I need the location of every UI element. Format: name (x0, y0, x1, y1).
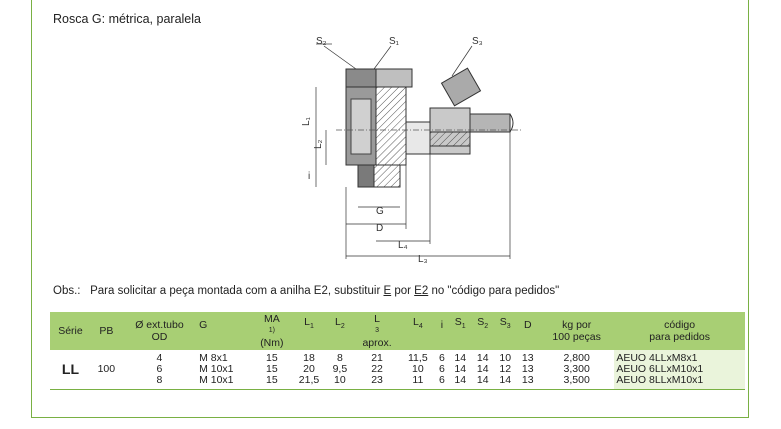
col-serie: Série (50, 312, 91, 350)
col-g: G (197, 312, 253, 350)
col-l1: L1 (291, 312, 327, 350)
note-text-c: no "código para pedidos" (428, 285, 560, 297)
note-e2: E2 (414, 285, 429, 297)
label-l1: L₁ (301, 116, 312, 126)
note-text-b: por (391, 285, 415, 297)
label-i: i (308, 171, 310, 182)
label-d: D (376, 223, 383, 234)
label-l3: L₃ (418, 254, 428, 264)
col-l2: L2 (326, 312, 354, 350)
col-s3: S3 (493, 312, 517, 350)
label-s2: S₂ (316, 36, 327, 47)
note-e: E (383, 285, 392, 297)
section-title: Rosca G: métrica, paralela (53, 12, 201, 26)
col-l4: L4 (400, 312, 435, 350)
label-l4: L₄ (398, 240, 408, 251)
fitting-technical-drawing: S₂ S₁ S₃ L₁ L₂ i G D L₄ L₃ (301, 36, 521, 264)
cell-pb: 100 (90, 350, 122, 390)
cell-serie: LL (50, 350, 91, 390)
content-frame (31, 0, 749, 418)
col-i: i (434, 312, 449, 350)
label-s1: S₁ (389, 36, 400, 47)
col-pb: PB (90, 312, 122, 350)
label-g: G (376, 206, 384, 217)
note-prefix: Obs.: (53, 285, 81, 297)
note-text-a: Para solicitar a peça montada com a anil… (90, 285, 384, 297)
label-l2: L₂ (313, 139, 324, 149)
label-s3: S₃ (472, 36, 483, 47)
col-s1: S1 (448, 312, 472, 350)
col-s2: S2 (471, 312, 494, 350)
col-d: D (516, 312, 540, 350)
order-note: Obs.: Para solicitar a peça montada com … (53, 285, 559, 297)
